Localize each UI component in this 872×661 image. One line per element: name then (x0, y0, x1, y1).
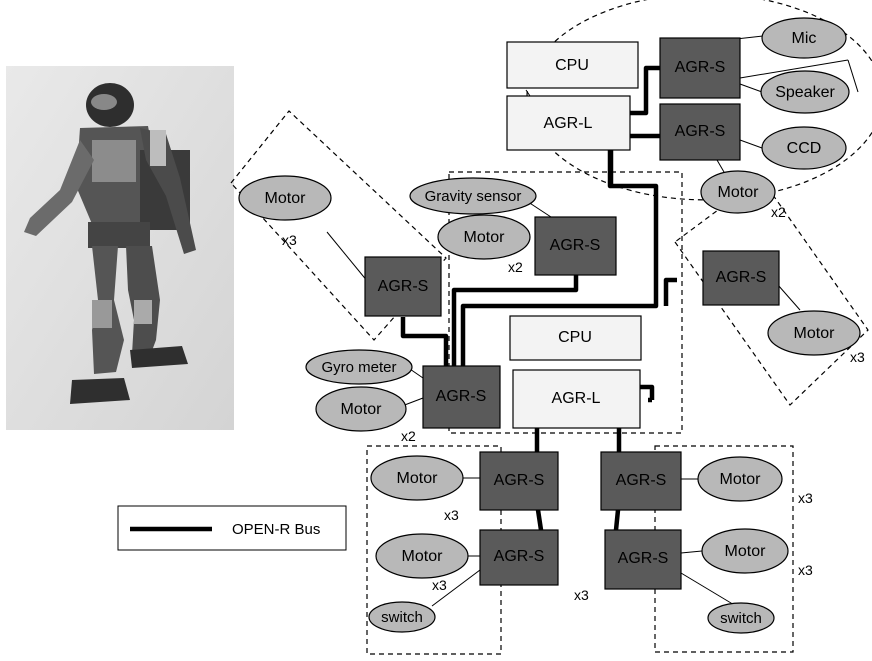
mic-label: Mic (792, 30, 817, 47)
left-arm-motor-ellipse: Motor (238, 175, 332, 221)
motor-label: Motor (720, 471, 762, 488)
motor-label: Motor (718, 184, 760, 201)
agr-l-body-label: AGR-L (552, 390, 601, 407)
left-switch-ellipse: switch (368, 601, 436, 633)
group-torso (448, 171, 683, 434)
agr-s-label: AGR-S (378, 278, 429, 295)
agr-s-gyro: AGR-S (422, 365, 501, 429)
agr-s-gravity: AGR-S (534, 216, 617, 276)
gravity-sensor-ellipse: Gravity sensor (409, 177, 537, 215)
gyro-meter-ellipse: Gyro meter (305, 349, 413, 385)
left-leg-lower-motor-ellipse: Motor (375, 533, 469, 579)
multiplier-x3: x3 (574, 587, 589, 603)
legend-bus-label: OPEN-R Bus (232, 521, 320, 538)
multiplier-x2: x2 (508, 259, 523, 275)
agr-s-head-ccd: AGR-S (659, 103, 741, 161)
motor-label: Motor (341, 401, 383, 418)
agr-s-label: AGR-S (675, 123, 726, 140)
agr-s-label: AGR-S (550, 237, 601, 254)
motor-label: Motor (265, 190, 307, 207)
robot-photo (6, 66, 234, 430)
torso-motor-ellipse: Motor (437, 214, 531, 260)
switch-label: switch (381, 609, 423, 626)
motor-label: Motor (402, 548, 444, 565)
cpu-body-box: CPU (509, 315, 642, 361)
agr-l-head-label: AGR-L (544, 115, 593, 132)
motor-label: Motor (397, 470, 439, 487)
multiplier-x3: x3 (850, 349, 865, 365)
left-leg-upper-motor-ellipse: Motor (370, 455, 464, 501)
legend-box: OPEN-R Bus (117, 505, 347, 551)
multiplier-x2: x2 (771, 204, 786, 220)
speaker-label: Speaker (775, 84, 835, 101)
motor-label: Motor (725, 543, 767, 560)
switch-label: switch (720, 610, 762, 627)
agr-s-head-mic: AGR-S (659, 37, 741, 99)
multiplier-x3: x3 (444, 507, 459, 523)
cpu-body-label: CPU (558, 329, 592, 346)
mic-ellipse: Mic (761, 17, 847, 59)
group-right-arm (674, 177, 869, 406)
multiplier-x3: x3 (432, 577, 447, 593)
multiplier-x3: x3 (798, 562, 813, 578)
agr-s-label: AGR-S (494, 548, 545, 565)
ccd-ellipse: CCD (761, 126, 847, 170)
right-leg-upper-motor-ellipse: Motor (697, 456, 783, 502)
group-head (526, 0, 872, 201)
agr-s-right-leg-lower: AGR-S (604, 529, 682, 590)
agr-s-label: AGR-S (616, 472, 667, 489)
multiplier-labels: x2 x3 x2 x3 x2 x3 x3 x3 x3 x3 (282, 204, 865, 603)
multiplier-x2: x2 (401, 428, 416, 444)
right-leg-lower-motor-ellipse: Motor (701, 528, 789, 574)
agr-s-label: AGR-S (675, 59, 726, 76)
right-switch-ellipse: switch (707, 602, 775, 634)
multiplier-x3: x3 (798, 490, 813, 506)
agr-s-left-arm: AGR-S (364, 256, 442, 317)
agr-l-body-box: AGR-L (512, 369, 641, 429)
motor-label: Motor (794, 325, 836, 342)
gyro-meter-label: Gyro meter (321, 359, 396, 376)
group-left-arm (230, 110, 447, 341)
agr-l-head-box: AGR-L (506, 95, 631, 151)
agr-s-left-leg-upper: AGR-S (479, 451, 559, 511)
agr-s-left-leg-lower: AGR-S (479, 529, 559, 586)
cpu-head-box: CPU (506, 41, 639, 89)
right-arm-motor-ellipse: Motor (767, 310, 861, 356)
cpu-head-label: CPU (555, 57, 589, 74)
agr-s-label: AGR-S (436, 388, 487, 405)
gravity-sensor-label: Gravity sensor (425, 188, 522, 205)
gyro-motor-ellipse: Motor (315, 386, 407, 432)
multiplier-x3: x3 (282, 232, 297, 248)
ccd-label: CCD (787, 140, 822, 157)
agr-s-label: AGR-S (716, 269, 767, 286)
head-motor-ellipse: Motor (700, 170, 776, 214)
agr-s-right-arm: AGR-S (702, 250, 780, 306)
agr-s-label: AGR-S (618, 550, 669, 567)
open-r-bus-lines (400, 65, 677, 531)
agr-s-right-leg-upper: AGR-S (600, 451, 682, 511)
motor-label: Motor (464, 229, 506, 246)
agr-s-label: AGR-S (494, 472, 545, 489)
speaker-ellipse: Speaker (760, 70, 850, 114)
